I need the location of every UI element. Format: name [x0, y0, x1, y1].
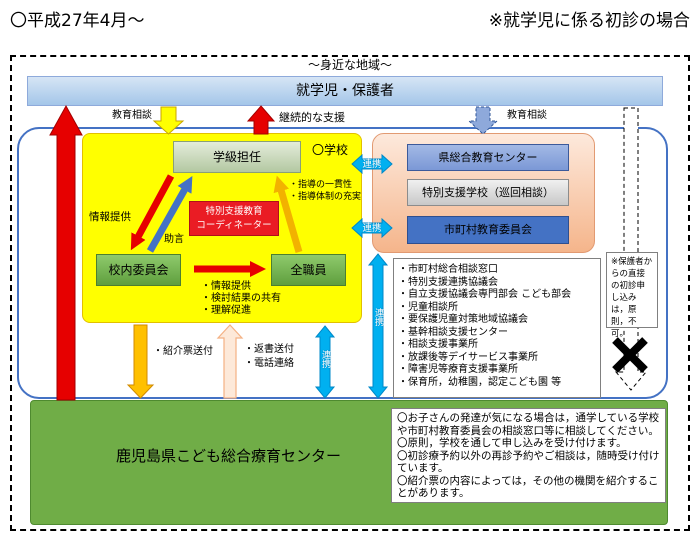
list-item: ・放課後等デイサービス事業所: [398, 351, 538, 363]
therapy-center-name: 鹿児島県こども総合療育センター: [115, 447, 341, 465]
committee-outcome: ・情報提供: [201, 281, 251, 292]
coordinator-line-2: コーディネーター: [196, 220, 272, 231]
list-item: ・児童相談所: [398, 301, 458, 313]
advice-label: 助言: [164, 234, 184, 245]
region-label: 〜身近な地域〜: [307, 58, 392, 72]
cooperation-label: 連携: [320, 350, 330, 368]
support-network-outline: [17, 127, 668, 399]
guidance-point: ・指導の一貫性: [289, 180, 353, 190]
municipal-board-of-education-box: 市町村教育委員会: [407, 216, 569, 244]
cooperation-label: 連携: [373, 308, 383, 326]
list-item: ・相談支援事業所: [398, 339, 478, 350]
reply-letter-label: ・返書送付: [244, 344, 294, 355]
committee-outcome: ・理解促進: [201, 305, 251, 316]
list-item: ・自立支援協議会専門部会 こども部会: [398, 289, 572, 300]
list-item: ・要保護児童対策地域協議会: [398, 314, 528, 325]
school-box: 〇学校 学級担任 特別支援教育 コーディネーター 校内委員会 全職員 情報提供 …: [82, 133, 362, 323]
referral-label: ・紹介票送付: [153, 346, 213, 357]
committee-outcome: ・検討結果の共有: [201, 293, 281, 304]
guidance-point: ・指導体制の充実: [289, 192, 362, 202]
list-item: ・保育所，幼稚園，認定こども園 等: [398, 376, 562, 388]
education-orgs-box: 県総合教育センター 特別支援学校（巡回相談） 市町村教育委員会: [372, 133, 595, 253]
school-committee-box: 校内委員会: [96, 254, 181, 286]
therapy-center-box: 鹿児島県こども総合療育センター 〇お子さんの発達が気になる場合は，通学している学…: [30, 400, 668, 525]
homeroom-teacher-box: 学級担任: [173, 141, 301, 173]
community-orgs-list: ・市町村総合相談窓口 ・特別支援連携協議会 ・自立支援協議会専門部会 こども部会…: [393, 258, 601, 398]
prefectural-education-center-box: 県総合教育センター: [407, 144, 569, 171]
center-notes-box: 〇お子さんの発達が気になる場合は，通学している学校や市町村教育委員会の相談窓口等…: [391, 408, 666, 503]
info-provision-label: 情報提供: [89, 211, 131, 223]
education-consult-label-left: 教育相談: [112, 110, 152, 121]
coordinator-box: 特別支援教育 コーディネーター: [189, 201, 279, 236]
family-bar: 就学児・保護者: [27, 76, 663, 106]
guidance-points: ・指導の一貫性 ・指導体制の充実: [289, 179, 361, 203]
list-item: ・障害児等療育支援事業所: [398, 364, 518, 375]
all-staff-box: 全職員: [271, 254, 346, 286]
center-note: 〇原則，学校を通して申し込みを受け付けます。: [397, 437, 627, 449]
list-item: ・特別支援連携協議会: [398, 276, 498, 288]
case-title: ※就学児に係る初診の場合: [488, 11, 690, 31]
continuous-support-label: 継続的な支援: [279, 111, 345, 124]
parent-direct-application-note: ※保護者からの直接の初診申し込みは，原則，不可。: [606, 252, 658, 339]
center-note: 〇紹介票の内容によっては，その他の機関を紹介することがあります。: [397, 474, 659, 500]
period-title: 〇平成27年4月〜: [10, 11, 145, 31]
school-title: 〇学校: [312, 143, 349, 157]
center-note: 〇お子さんの発達が気になる場合は，通学している学校や市町村教育委員会の相談窓口等…: [397, 412, 660, 437]
reply-labels: ・返書送付 ・電話連絡: [244, 343, 294, 371]
center-note: 〇初診療予約以外の再診予約やご相談は，随時受け付けています。: [397, 449, 660, 475]
list-item: ・基幹相談支援センター: [398, 326, 508, 338]
list-item: ・市町村総合相談窓口: [398, 264, 498, 275]
cooperation-label: 連携: [362, 158, 382, 170]
local-area-dashed-frame: [10, 55, 690, 531]
special-support-school-box: 特別支援学校（巡回相談）: [407, 179, 569, 206]
phone-contact-label: ・電話連絡: [244, 358, 294, 369]
committee-outcomes: ・情報提供 ・検討結果の共有 ・理解促進: [201, 281, 281, 317]
education-consult-label-right: 教育相談: [507, 110, 547, 121]
cooperation-label: 連携: [362, 222, 382, 234]
coordinator-line-1: 特別支援教育: [205, 206, 263, 217]
